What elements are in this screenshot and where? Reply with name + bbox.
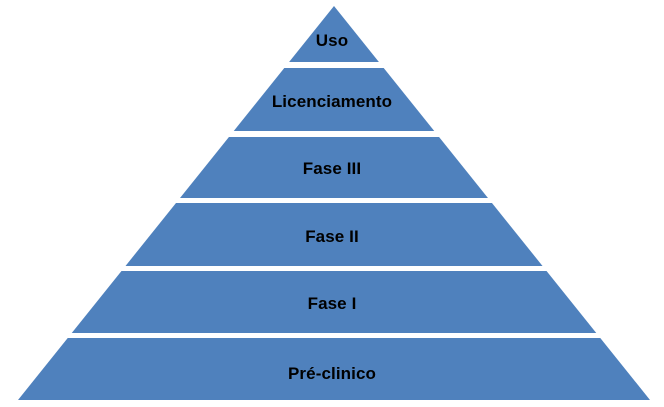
pyramid-tier-fase-iii[interactable] <box>0 137 664 198</box>
pyramid-tier-pre-clinico[interactable] <box>0 338 664 400</box>
pyramid-tier-fase-ii[interactable] <box>0 203 664 266</box>
pyramid-tier-fase-i[interactable] <box>0 271 664 333</box>
pyramid-tiers-group <box>0 6 664 400</box>
pyramid-tier-uso[interactable] <box>0 6 664 62</box>
pyramid-tier-licenciamento[interactable] <box>0 68 664 131</box>
